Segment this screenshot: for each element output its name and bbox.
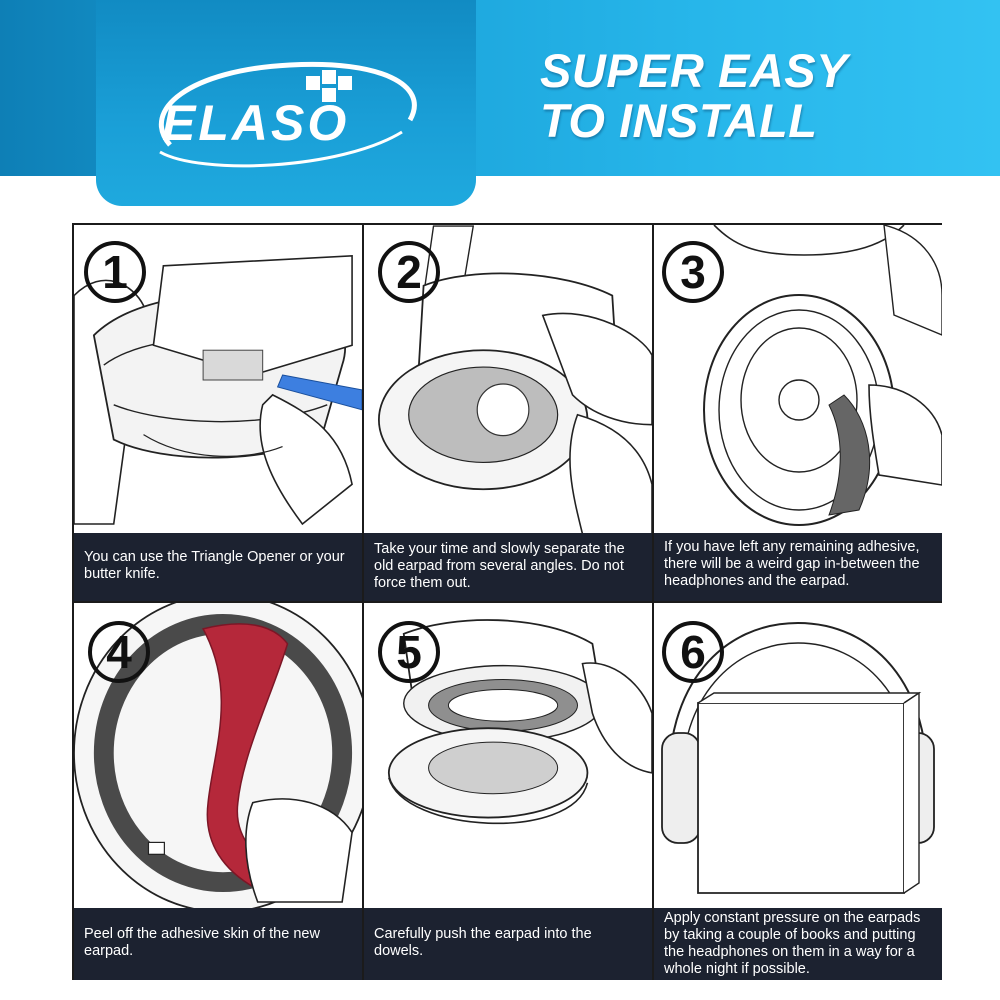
step-number-1: 1 [84,241,146,303]
step-panel-6: 6 Apply constant pressure on the earpads… [654,603,942,980]
step-caption-4: Peel off the adhesive skin of the new ea… [74,908,362,980]
step-panel-5: 5 Carefully push the earpad into the dow… [364,603,654,980]
step-6-illustration [661,621,935,894]
logo-text: ELASO [162,95,350,151]
step-number-6: 6 [662,621,724,683]
step-panel-2: 2 Take your time and slowly separate the… [364,225,654,603]
step-number-5: 5 [378,621,440,683]
step-panel-1: 1 You can use the Triangle Opener or you… [74,225,364,603]
instruction-grid: 1 You can use the Triangle Opener or you… [72,223,942,980]
step-panel-4: 4 Peel off the adhesive skin of the new … [74,603,364,980]
headline-line-1: SUPER EASY [540,44,848,97]
headline-line-2: TO INSTALL [540,94,818,147]
step-panel-3: 3 If you have left any remaining adhesiv… [654,225,942,603]
step-1-illustration [74,255,362,526]
step-caption-5: Carefully push the earpad into the dowel… [364,908,652,980]
step-caption-3: If you have left any remaining adhesive,… [654,533,942,601]
headline: SUPER EASY TO INSTALL [540,46,970,146]
step-number-2: 2 [378,241,440,303]
step-caption-1: You can use the Triangle Opener or your … [74,533,362,601]
step-4-illustration [74,603,362,908]
step-5-illustration [387,619,652,825]
step-number-4: 4 [88,621,150,683]
step-number-3: 3 [662,241,724,303]
step-caption-6: Apply constant pressure on the earpads b… [654,908,942,980]
elaso-logo-swoosh-icon [158,61,417,168]
step-3-illustration [703,225,942,526]
step-caption-2: Take your time and slowly separate the o… [364,533,652,601]
step-2-illustration [378,225,652,535]
